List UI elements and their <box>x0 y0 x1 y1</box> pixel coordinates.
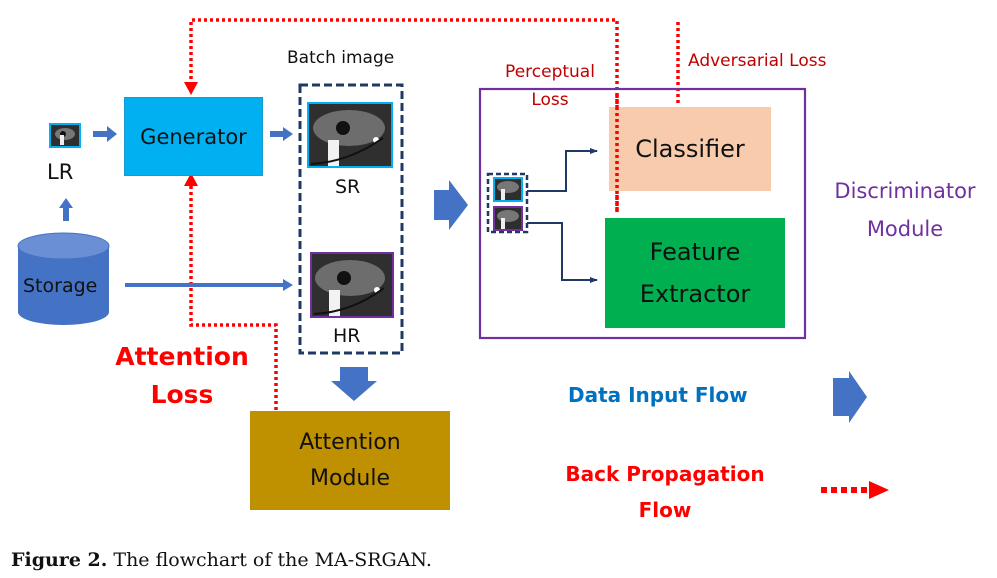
back-propagation-line1: Back Propagation <box>565 462 765 486</box>
feature-extractor-line1: Feature <box>649 238 741 266</box>
back-propagation-line2: Flow <box>638 498 692 522</box>
backprop-attention-loop <box>184 173 278 410</box>
eye-image-icon <box>495 208 521 229</box>
batch-image-label: Batch image <box>287 48 395 68</box>
storage-node <box>17 232 110 325</box>
arrow-lr-to-generator <box>93 126 117 142</box>
generator-label: Generator <box>140 124 247 149</box>
discriminator-frame <box>478 87 807 340</box>
figure-caption-text: The flowchart of the MA-SRGAN. <box>107 549 432 571</box>
generator-node: Generator <box>124 97 263 176</box>
discriminator-line2: Module <box>866 217 944 241</box>
arrow-generator-to-sr <box>270 127 293 141</box>
sr-label: SR <box>335 176 361 198</box>
hr-image-thumbnail <box>310 252 394 318</box>
attention-loss-line2: Loss <box>150 380 214 409</box>
lr-label: LR <box>47 160 74 184</box>
connector-to-feature-extractor <box>527 222 598 283</box>
eye-image-icon <box>495 179 521 200</box>
eye-image-icon <box>309 104 391 166</box>
arrow-storage-to-lr <box>59 198 73 221</box>
arrow-batch-to-discriminator <box>434 180 468 230</box>
legend-back-propagation-label: Back Propagation Flow <box>540 456 790 528</box>
mini-hr-thumbnail <box>493 206 523 231</box>
perceptual-loss-line1: Perceptual <box>505 62 595 82</box>
attention-module-line2: Module <box>310 465 390 491</box>
perceptual-loss-label: Perceptual Loss <box>485 58 615 114</box>
figure-caption: Figure 2. The flowchart of the MA-SRGAN. <box>11 549 432 571</box>
eye-image-icon <box>51 125 79 146</box>
legend-data-input-flow-label: Data Input Flow <box>568 383 748 407</box>
attention-module-line1: Attention <box>299 429 401 455</box>
connector-to-classifier <box>527 148 598 192</box>
arrow-storage-to-hr <box>125 279 293 291</box>
perceptual-loss-line2: Loss <box>531 90 569 110</box>
feature-extractor-node: Feature Extractor <box>605 218 785 328</box>
sr-image-thumbnail <box>307 102 393 168</box>
backprop-arrowhead-generator-bottom <box>184 173 198 186</box>
feature-extractor-line2: Extractor <box>639 280 751 308</box>
figure-caption-label: Figure 2. <box>11 549 108 571</box>
discriminator-line1: Discriminator <box>834 179 976 203</box>
mini-sr-thumbnail <box>493 177 523 202</box>
attention-loss-line1: Attention <box>115 342 249 371</box>
hr-label: HR <box>333 325 361 347</box>
batch-image-frame <box>298 83 404 355</box>
adversarial-loss-label: Adversarial Loss <box>688 51 827 71</box>
attention-loss-label: Attention Loss <box>108 338 256 414</box>
attention-module-node: Attention Module <box>250 411 450 510</box>
discriminator-module-label: Discriminator Module <box>815 172 995 248</box>
lr-image-thumbnail <box>49 123 81 148</box>
eye-image-icon <box>312 254 392 316</box>
backprop-arrowhead-generator-top <box>184 82 198 95</box>
classifier-label: Classifier <box>635 135 745 163</box>
storage-label: Storage <box>23 275 98 297</box>
classifier-node: Classifier <box>609 107 771 191</box>
legend-backprop-arrow-icon <box>821 481 889 499</box>
legend-data-arrow-icon <box>833 371 867 423</box>
arrow-batch-to-attention <box>331 367 377 401</box>
mini-batch-frame <box>486 172 529 234</box>
